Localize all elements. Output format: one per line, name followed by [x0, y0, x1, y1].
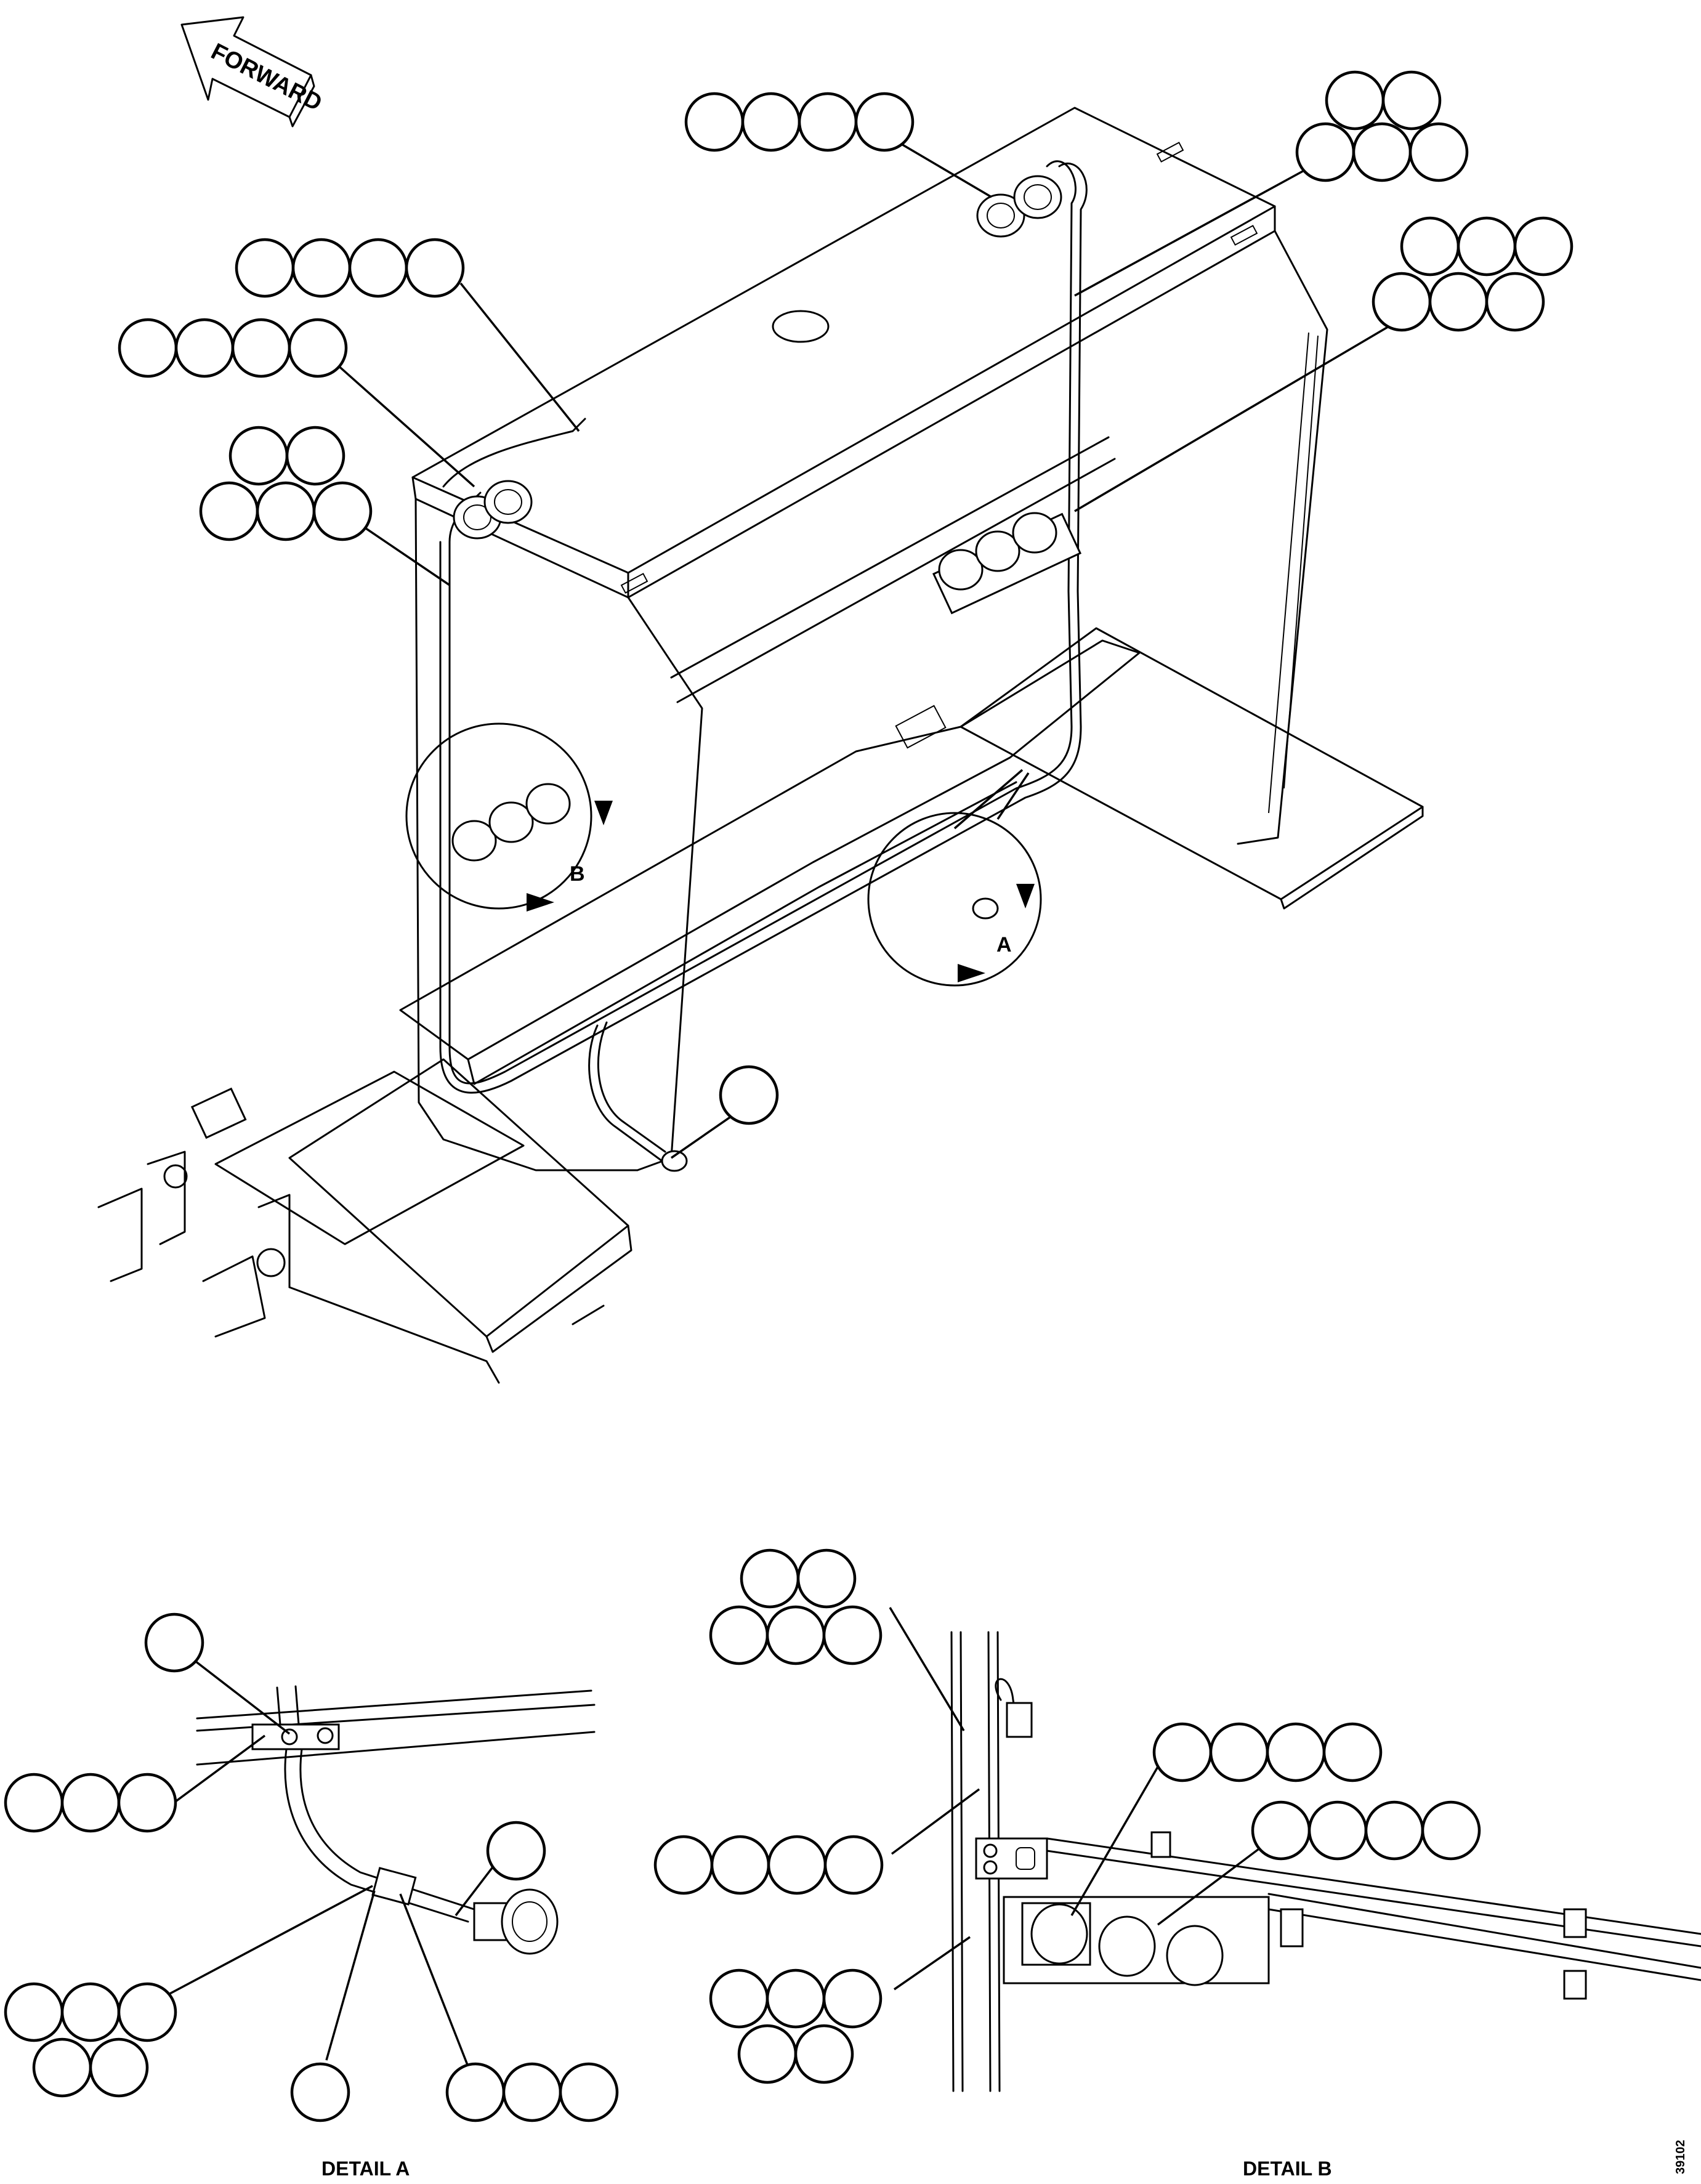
item-balloon — [710, 1835, 770, 1895]
detail-b-callout: B — [405, 722, 613, 912]
item-balloon — [1325, 70, 1385, 131]
item-balloon — [1421, 1800, 1481, 1861]
sheet-code: 39102 — [1674, 2140, 1687, 2174]
item-balloon — [312, 481, 373, 541]
item-balloon — [4, 1982, 64, 2042]
item-balloon — [117, 1773, 177, 1833]
detail-a-view: DETAIL A — [4, 1612, 619, 2180]
connector-cluster-upper-left — [453, 480, 533, 540]
item-balloon — [1251, 1800, 1311, 1861]
item-balloon — [1152, 1722, 1213, 1782]
item-balloon — [290, 2062, 350, 2122]
item-balloon — [89, 2037, 149, 2098]
item-balloon — [1485, 272, 1545, 332]
item-balloon — [794, 2024, 854, 2084]
item-balloon — [1408, 122, 1469, 182]
item-balloon — [559, 2062, 619, 2122]
callout-a-label: A — [996, 933, 1012, 957]
item-balloon — [766, 1968, 826, 2029]
item-balloon — [1457, 216, 1517, 277]
item-balloons-main — [118, 70, 1574, 1125]
item-balloon — [486, 1821, 546, 1881]
item-balloon — [737, 2024, 798, 2084]
detail-a-title: DETAIL A — [321, 2158, 410, 2180]
item-balloon — [118, 318, 178, 378]
item-balloon — [796, 1548, 857, 1609]
item-balloon — [709, 1968, 769, 2029]
item-balloon — [822, 1605, 883, 1665]
item-balloon — [174, 318, 235, 378]
item-balloon — [767, 1835, 827, 1895]
item-balloon — [285, 426, 345, 486]
item-balloon — [231, 318, 291, 378]
item-balloon — [822, 1968, 883, 2029]
item-balloon — [1266, 1722, 1326, 1782]
item-balloon — [798, 92, 858, 152]
item-balloon — [117, 1982, 177, 2042]
item-balloon — [1364, 1800, 1424, 1861]
connector-end-a — [661, 897, 999, 1172]
connector-cluster-upper-right — [976, 175, 1062, 238]
item-balloon — [288, 318, 348, 378]
forward-arrow: FORWARD — [180, 16, 326, 127]
item-balloon — [740, 1548, 800, 1609]
item-balloon — [766, 1605, 826, 1665]
main-enclosure — [411, 107, 1328, 1171]
item-balloon — [228, 426, 289, 486]
item-balloon — [405, 238, 465, 298]
cable-harness — [439, 160, 1088, 1162]
lower-tray-assembly — [97, 1058, 632, 1384]
item-balloon — [823, 1835, 884, 1895]
item-balloon — [1322, 1722, 1383, 1782]
item-balloon — [1209, 1722, 1269, 1782]
item-balloon — [502, 2062, 562, 2122]
detail-a-callout: A — [867, 812, 1042, 987]
item-balloon — [144, 1612, 204, 1673]
item-balloon — [1372, 272, 1432, 332]
item-balloon — [653, 1835, 714, 1895]
detail-b-view: DETAIL B — [653, 1548, 1701, 2180]
item-balloon — [60, 1773, 121, 1833]
item-balloon — [684, 92, 745, 152]
item-balloon — [1428, 272, 1489, 332]
item-balloon — [4, 1773, 64, 1833]
callout-b-label: B — [570, 862, 585, 886]
item-balloon — [32, 2037, 92, 2098]
item-balloon — [445, 2062, 506, 2122]
item-balloon — [1307, 1800, 1368, 1861]
main-leaders — [334, 134, 1389, 1159]
item-balloon — [291, 238, 352, 298]
base-rail — [399, 627, 1424, 1085]
item-balloon — [1513, 216, 1574, 277]
item-balloon — [256, 481, 316, 541]
item-balloon — [1400, 216, 1460, 277]
item-balloon — [709, 1605, 769, 1665]
item-balloon — [1295, 122, 1356, 182]
item-balloon — [60, 1982, 121, 2042]
item-balloon — [1381, 70, 1442, 131]
item-balloon — [719, 1065, 779, 1125]
detail-b-title: DETAIL B — [1243, 2158, 1332, 2180]
item-balloon — [199, 481, 259, 541]
item-balloon — [854, 92, 915, 152]
item-balloon — [348, 238, 408, 298]
item-balloon — [741, 92, 801, 152]
connector-cluster-mid-right — [932, 512, 1082, 615]
item-balloon — [235, 238, 295, 298]
item-balloon — [1352, 122, 1412, 182]
